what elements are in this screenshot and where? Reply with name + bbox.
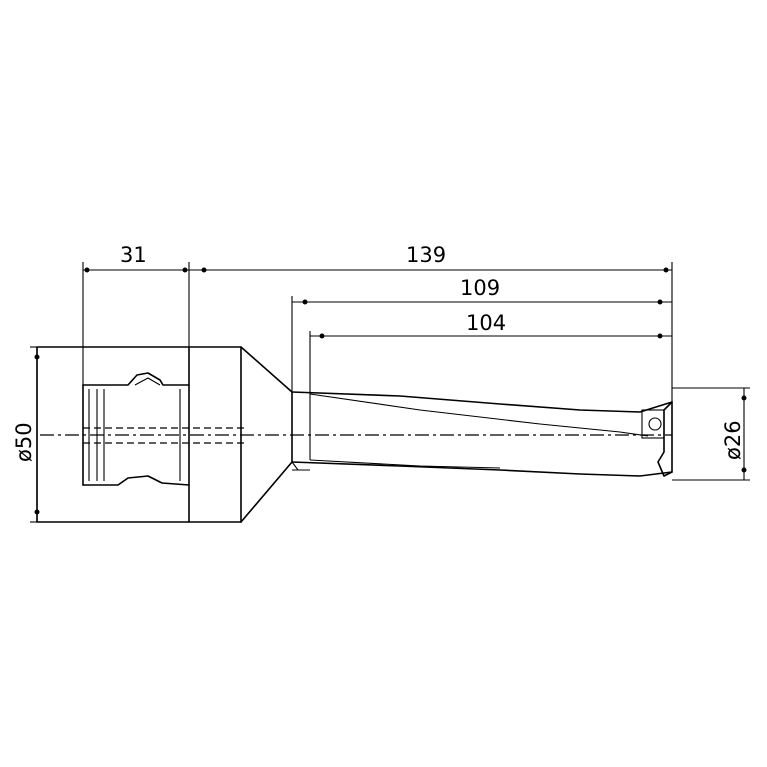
dim-104: 104 (310, 311, 672, 339)
dim-d26-label: ø26 (721, 420, 745, 460)
taper-neck (240, 346, 293, 523)
dim-31-label: 31 (120, 243, 147, 267)
extension-lines (30, 262, 750, 523)
dim-d50-label: ø50 (12, 422, 36, 462)
dim-d26: ø26 (721, 388, 747, 480)
dim-109-label: 109 (460, 276, 500, 300)
dim-139-label: 139 (406, 243, 446, 267)
dim-d50: ø50 (12, 347, 40, 522)
drill-body (291, 391, 673, 477)
dim-109: 109 (292, 276, 672, 305)
dim-31: 31 (83, 243, 189, 273)
dim-139: 139 (189, 243, 672, 273)
dim-104-label: 104 (466, 311, 506, 335)
